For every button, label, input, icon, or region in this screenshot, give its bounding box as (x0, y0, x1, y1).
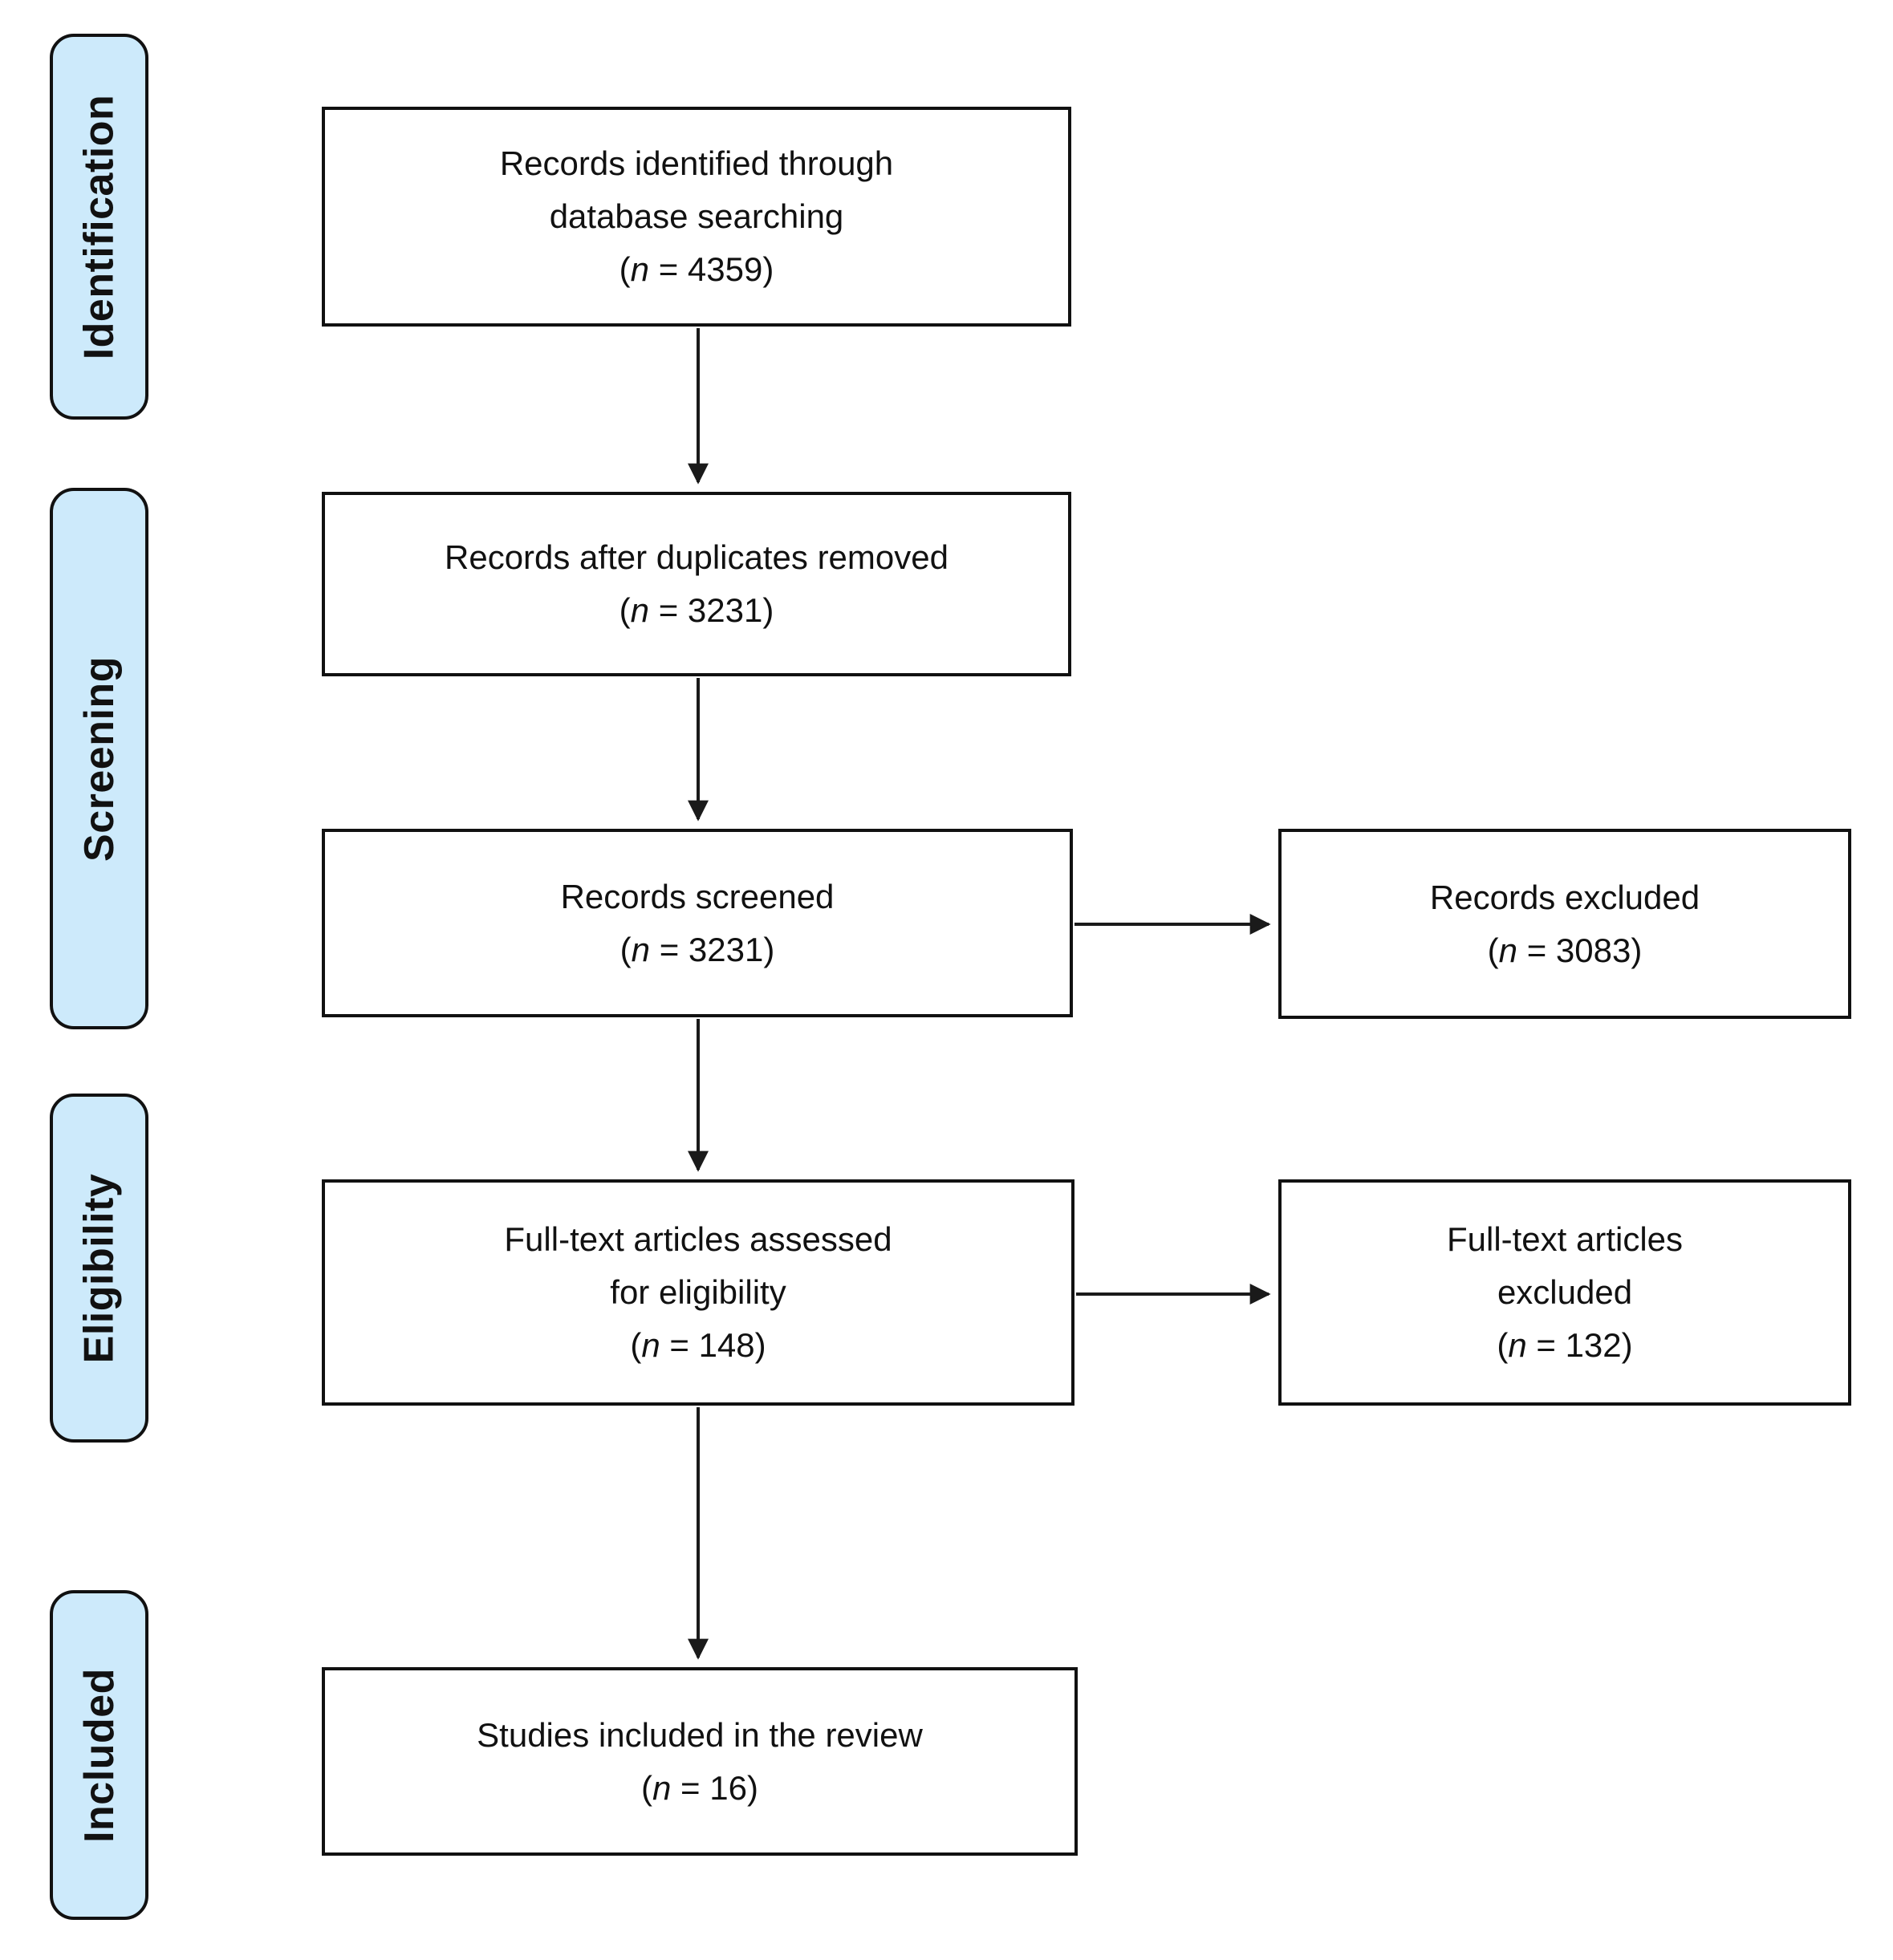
box-duplicates-removed: Records after duplicates removed (n = 32… (322, 492, 1071, 676)
n-symbol: n (630, 250, 650, 288)
box-records-identified-label: Records identified through database sear… (499, 144, 894, 235)
stage-eligibility: Eligibility (50, 1094, 148, 1443)
box-fulltext-excluded-label: Full-text articles excluded (1446, 1220, 1684, 1311)
n-symbol: n (631, 930, 651, 968)
n-symbol: n (1498, 931, 1518, 969)
stage-identification-label: Identification (75, 94, 123, 359)
box-fulltext-assessed-count: (n = 148) (630, 1326, 766, 1364)
box-records-screened-label: Records screened (560, 877, 835, 915)
box-records-screened-count: (n = 3231) (619, 930, 775, 968)
box-records-excluded: Records excluded (n = 3083) (1278, 829, 1851, 1019)
box-records-screened: Records screened (n = 3231) (322, 829, 1073, 1017)
stage-screening: Screening (50, 488, 148, 1029)
box-studies-included: Studies included in the review (n = 16) (322, 1667, 1078, 1856)
stage-included-label: Included (75, 1667, 123, 1843)
box-records-excluded-count: (n = 3083) (1487, 931, 1643, 969)
stage-screening-label: Screening (75, 655, 123, 862)
box-studies-included-label: Studies included in the review (477, 1715, 923, 1754)
n-symbol: n (1508, 1326, 1527, 1364)
box-fulltext-assessed: Full-text articles assessed for eligibil… (322, 1179, 1074, 1406)
box-duplicates-removed-label: Records after duplicates removed (445, 538, 949, 576)
box-records-identified: Records identified through database sear… (322, 107, 1071, 327)
box-records-identified-count: (n = 4359) (619, 250, 774, 288)
n-symbol: n (630, 591, 650, 629)
n-symbol: n (641, 1326, 660, 1364)
box-records-excluded-label: Records excluded (1429, 878, 1700, 916)
box-fulltext-excluded: Full-text articles excluded (n = 132) (1278, 1179, 1851, 1406)
box-duplicates-removed-count: (n = 3231) (619, 591, 774, 629)
stage-eligibility-label: Eligibility (75, 1173, 123, 1363)
n-symbol: n (652, 1768, 672, 1807)
box-fulltext-assessed-label: Full-text articles assessed for eligibil… (504, 1220, 892, 1311)
box-fulltext-excluded-count: (n = 132) (1497, 1326, 1633, 1364)
stage-included: Included (50, 1590, 148, 1920)
box-studies-included-count: (n = 16) (641, 1768, 758, 1807)
stage-identification: Identification (50, 34, 148, 420)
